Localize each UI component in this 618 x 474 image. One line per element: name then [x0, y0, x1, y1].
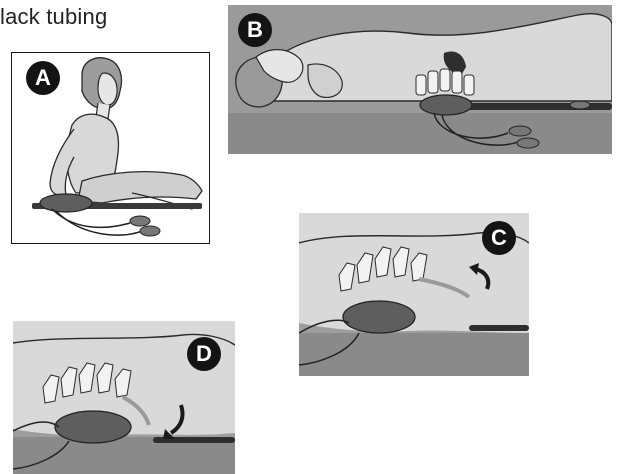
panel-a-badge: A [26, 61, 60, 95]
caption-text: lack tubing [0, 4, 107, 30]
panel-c-illustration: C [299, 213, 529, 376]
panel-a-illustration: A [11, 52, 210, 244]
panel-d-badge: D [187, 337, 221, 371]
panel-b-badge: B [238, 13, 272, 47]
panel-d-illustration: D [13, 321, 235, 474]
panel-b-illustration: B [228, 5, 612, 154]
panel-c-badge: C [482, 221, 516, 255]
panel-b-drawing [228, 5, 612, 154]
